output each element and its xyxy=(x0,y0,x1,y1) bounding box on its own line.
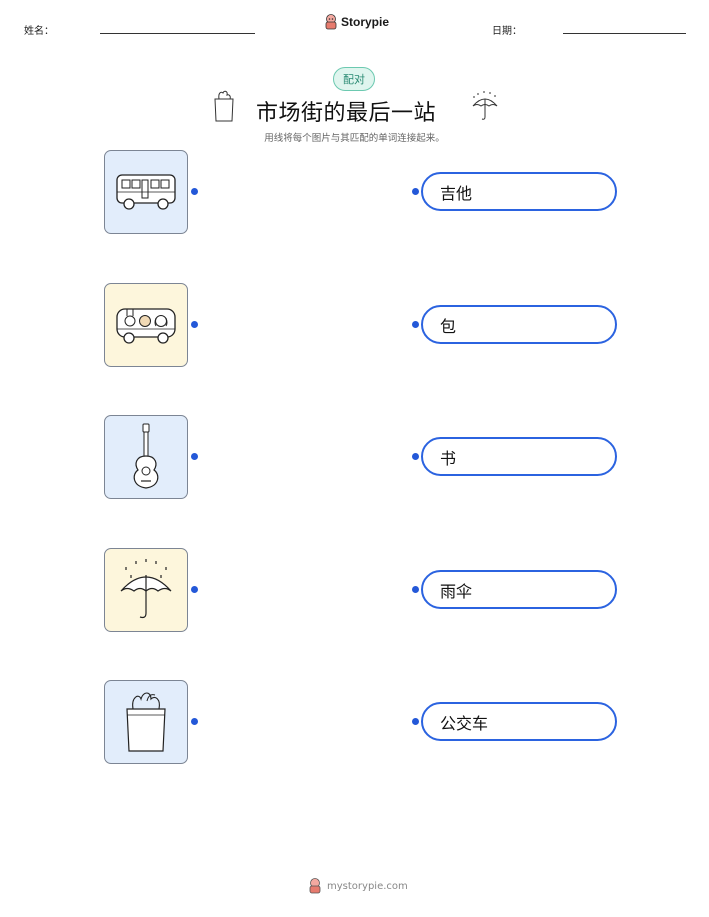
picture-card-guitar xyxy=(104,415,188,499)
storypie-logo-icon xyxy=(325,14,337,30)
name-label: 姓名： xyxy=(24,26,54,37)
animal-bus-icon xyxy=(116,308,176,344)
grocery-bag-deco-icon xyxy=(214,90,234,122)
name-line xyxy=(100,33,255,34)
word-pill-5: 公交车 xyxy=(421,702,617,741)
word-pill-1: 吉他 xyxy=(421,172,617,211)
word-pill-3: 书 xyxy=(421,437,617,476)
umbrella-icon xyxy=(120,559,172,619)
word-pill-2: 包 xyxy=(421,305,617,344)
word-dot-1[interactable] xyxy=(412,188,419,195)
instructions: 用线将每个图片与其匹配的单词连接起来。 xyxy=(264,133,445,144)
word-pill-4: 雨伞 xyxy=(421,570,617,609)
date-label: 日期： xyxy=(492,26,522,37)
word-dot-2[interactable] xyxy=(412,321,419,328)
bus-icon xyxy=(116,174,176,210)
picture-card-grocery-bag xyxy=(104,680,188,764)
brand: Storypie xyxy=(324,14,389,30)
guitar-icon xyxy=(133,423,159,489)
picture-dot-5[interactable] xyxy=(191,718,198,725)
word-dot-5[interactable] xyxy=(412,718,419,725)
storypie-footer-logo-icon xyxy=(309,878,321,894)
picture-dot-4[interactable] xyxy=(191,586,198,593)
picture-card-bus xyxy=(104,150,188,234)
footer: mystorypie.com xyxy=(308,878,408,894)
umbrella-deco-icon xyxy=(472,91,498,120)
grocery-bag-icon xyxy=(126,692,166,752)
footer-url[interactable]: mystorypie.com xyxy=(327,880,408,892)
brand-name: Storypie xyxy=(341,15,390,29)
activity-badge: 配对 xyxy=(333,67,375,91)
picture-dot-2[interactable] xyxy=(191,321,198,328)
picture-card-animal-bus xyxy=(104,283,188,367)
word-dot-3[interactable] xyxy=(412,453,419,460)
picture-dot-3[interactable] xyxy=(191,453,198,460)
page-title: 市场街的最后一站 xyxy=(256,101,437,126)
date-line xyxy=(563,33,686,34)
picture-dot-1[interactable] xyxy=(191,188,198,195)
word-dot-4[interactable] xyxy=(412,586,419,593)
picture-card-umbrella xyxy=(104,548,188,632)
